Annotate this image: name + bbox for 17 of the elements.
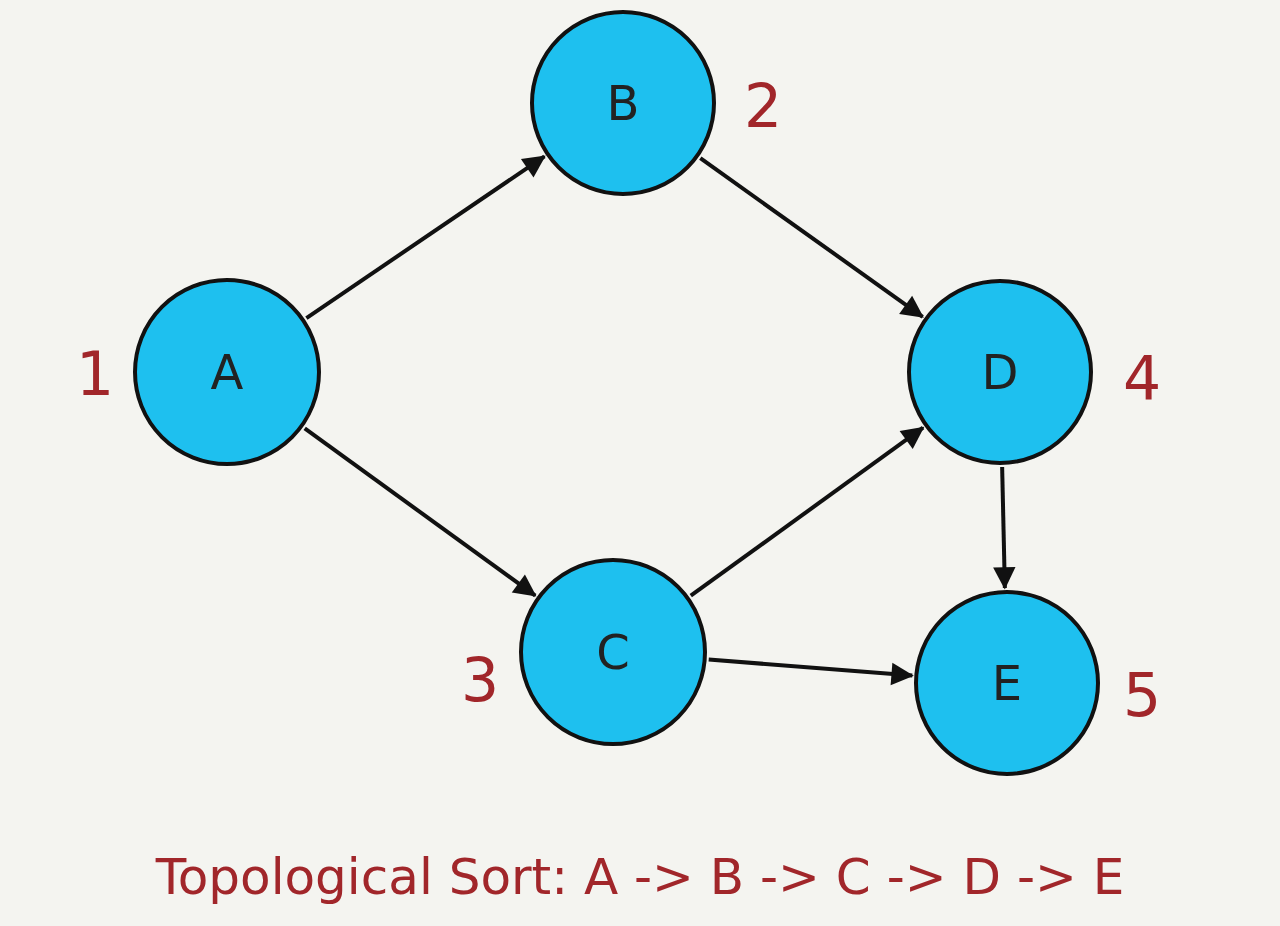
- arrow: [689, 426, 925, 598]
- arrow: [993, 466, 1016, 590]
- order-number: 3: [460, 650, 500, 710]
- arrow: [708, 657, 914, 686]
- node-label: B: [606, 79, 640, 127]
- caption: Topological Sort: A -> B -> C -> D -> E: [155, 848, 1125, 906]
- arrow: [303, 426, 537, 598]
- node-label: D: [981, 348, 1019, 396]
- node-label: C: [596, 628, 630, 676]
- arrow: [305, 154, 546, 320]
- order-number: 1: [75, 344, 115, 404]
- node-label: E: [991, 659, 1023, 707]
- order-number: 5: [1122, 665, 1162, 725]
- arrow: [699, 156, 924, 319]
- order-number: 4: [1122, 348, 1162, 408]
- order-number: 2: [743, 76, 783, 136]
- node-label: A: [210, 348, 244, 396]
